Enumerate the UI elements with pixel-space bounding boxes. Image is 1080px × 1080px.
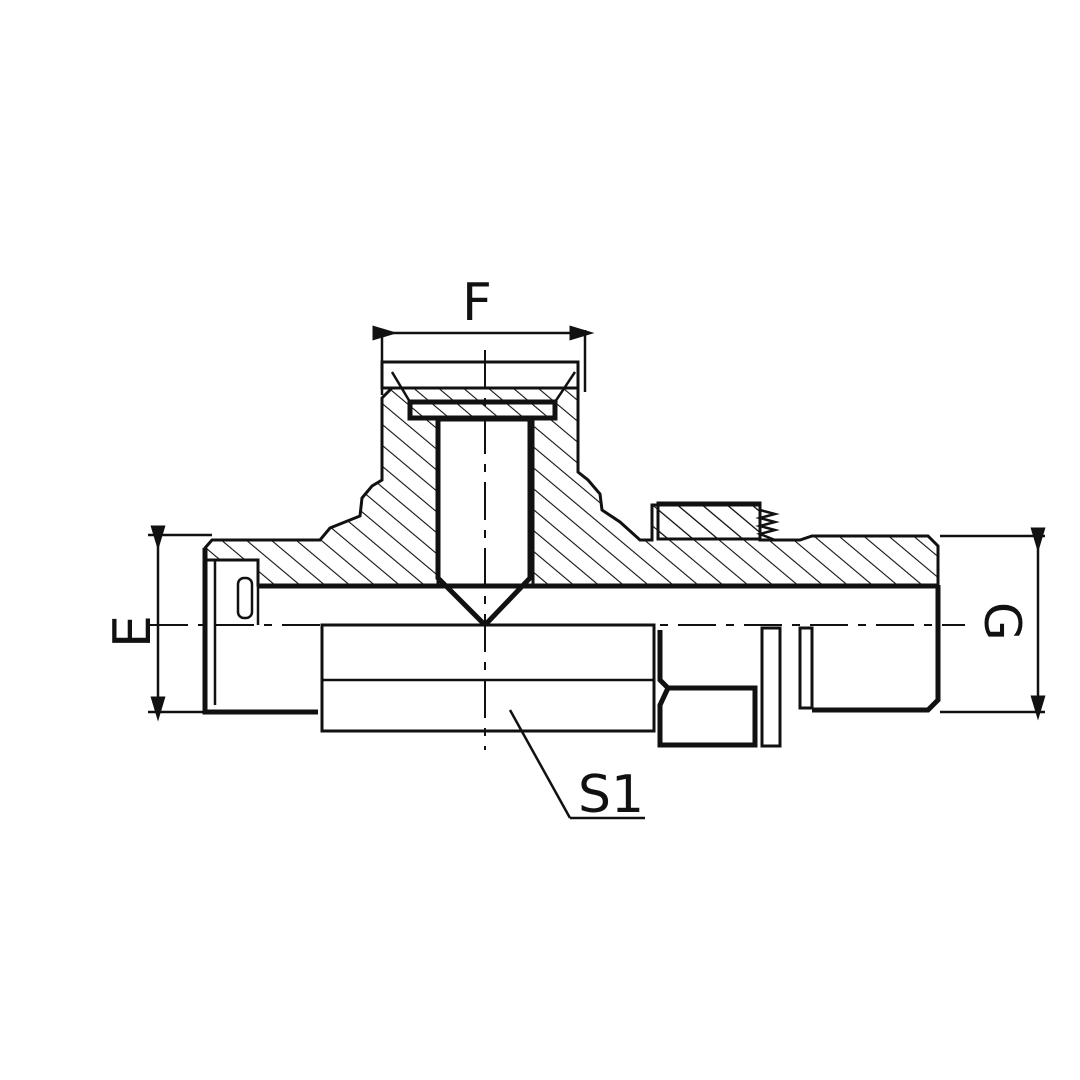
left-oring xyxy=(236,576,254,620)
right-end-profile xyxy=(812,585,941,713)
center-hex-body xyxy=(320,623,656,733)
s1-label: S1 xyxy=(578,765,644,825)
right-nut-lower xyxy=(657,630,758,748)
nut-threads xyxy=(755,508,780,542)
dim-g-label: G xyxy=(973,602,1031,641)
dim-f-label: F xyxy=(462,273,492,333)
nut-top xyxy=(656,501,762,541)
s1-leader xyxy=(508,709,572,819)
branch-seat-ring xyxy=(407,399,558,421)
dim-e-label: E xyxy=(103,615,163,648)
right-washer xyxy=(760,626,782,748)
branch-top-cap xyxy=(380,360,580,390)
right-oring xyxy=(798,626,814,710)
hatched-body-section xyxy=(203,386,940,587)
